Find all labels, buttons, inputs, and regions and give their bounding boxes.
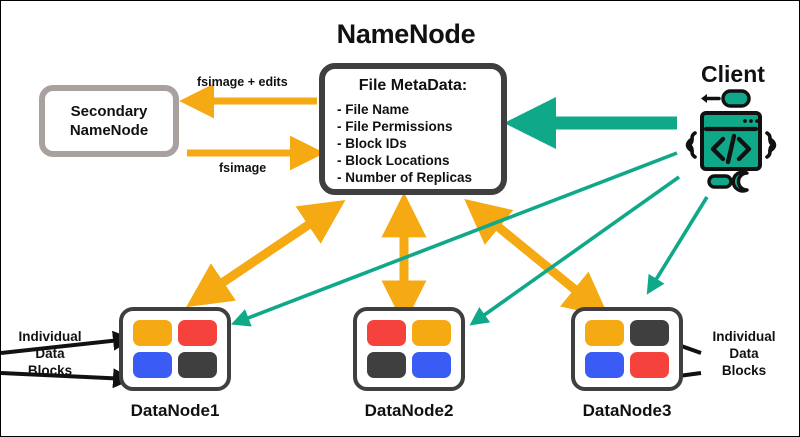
edge-label-fsimage: fsimage bbox=[219, 161, 267, 175]
datanode-1-label: DataNode1 bbox=[130, 401, 220, 420]
data-block-dn1-3 bbox=[133, 352, 172, 378]
annotation-left-individual-data-blocks: Individual Data Blocks bbox=[7, 328, 93, 379]
annotation-right-line3: Blocks bbox=[721, 363, 767, 378]
annotation-left-line1: Individual bbox=[18, 329, 82, 344]
namenode-metadata-box: File MetaData: - File Name - File Permis… bbox=[319, 63, 507, 195]
annotation-right-line2: Data bbox=[729, 346, 759, 361]
data-block-dn2-1 bbox=[367, 320, 406, 346]
secondary-namenode-box: Secondary NameNode bbox=[39, 85, 179, 157]
edge-namenode-datanode3 bbox=[464, 199, 610, 318]
code-window-icon bbox=[685, 89, 777, 193]
secondary-namenode-label-line2: NameNode bbox=[69, 122, 149, 139]
data-block-dn2-4 bbox=[412, 352, 451, 378]
data-block-dn3-1 bbox=[585, 320, 624, 346]
edge-namenode-datanode1 bbox=[186, 199, 346, 308]
namenode-title: NameNode bbox=[336, 19, 476, 49]
annotation-right-individual-data-blocks: Individual Data Blocks bbox=[701, 328, 787, 379]
annotation-right-line1: Individual bbox=[712, 329, 776, 344]
gear-right-icon bbox=[765, 131, 777, 159]
client-title: Client bbox=[701, 61, 765, 87]
annotation-left-line2: Data bbox=[35, 346, 65, 361]
datanode-2-box bbox=[353, 307, 465, 391]
edge-client-to-datanode3 bbox=[646, 196, 709, 295]
metadata-item-block-ids: - Block IDs bbox=[337, 136, 407, 151]
datanode-3-label: DataNode3 bbox=[582, 401, 672, 420]
secondary-namenode-label-line1: Secondary bbox=[70, 103, 148, 120]
metadata-item-block-locations: - Block Locations bbox=[337, 153, 450, 168]
secondary-namenode-label: Secondary NameNode bbox=[70, 102, 148, 140]
datanode-1-box bbox=[119, 307, 231, 391]
data-block-dn2-2 bbox=[412, 320, 451, 346]
metadata-title: File MetaData: bbox=[358, 77, 468, 94]
datanode-2-label: DataNode2 bbox=[364, 401, 454, 420]
annotation-left-line3: Blocks bbox=[27, 363, 73, 378]
edge-label-fsimage-edits: fsimage + edits bbox=[197, 75, 288, 89]
datanode-3-box bbox=[571, 307, 683, 391]
data-block-dn1-1 bbox=[133, 320, 172, 346]
browser-window-icon bbox=[700, 111, 762, 171]
cursor-icon bbox=[701, 89, 751, 108]
metadata-list: - File Name - File Permissions - Block I… bbox=[337, 101, 501, 186]
data-block-dn1-2 bbox=[178, 320, 217, 346]
data-block-dn3-4 bbox=[630, 352, 669, 378]
gear-left-icon bbox=[685, 131, 697, 159]
wrench-icon bbox=[707, 170, 749, 193]
data-block-dn2-3 bbox=[367, 352, 406, 378]
data-block-dn1-4 bbox=[178, 352, 217, 378]
metadata-item-file-permissions: - File Permissions bbox=[337, 119, 453, 134]
metadata-item-file-name: - File Name bbox=[337, 102, 410, 117]
data-block-dn3-3 bbox=[585, 352, 624, 378]
data-block-dn3-2 bbox=[630, 320, 669, 346]
edge-client-to-datanode2 bbox=[469, 175, 681, 326]
metadata-item-number-of-replicas: - Number of Replicas bbox=[337, 170, 473, 185]
